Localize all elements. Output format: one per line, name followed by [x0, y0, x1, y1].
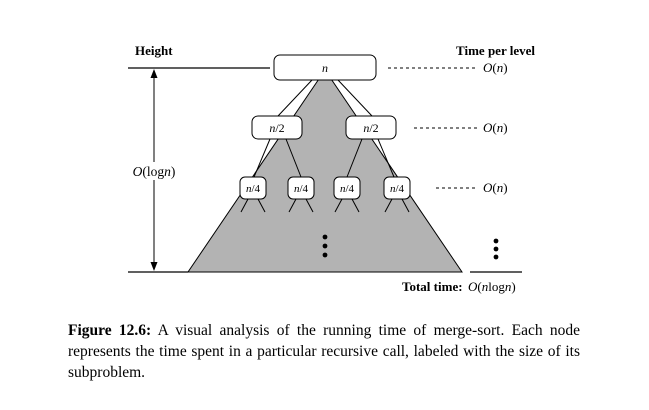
tree-node-level2-right-label: n/2 [363, 121, 378, 135]
recursion-tree-triangle [187, 69, 463, 273]
svg-text:n/4: n/4 [246, 183, 261, 195]
tree-level3-child-edges [240, 198, 410, 213]
tree-node-root-label: n [322, 61, 328, 75]
figure-caption-text: A visual analysis of the running time of… [68, 322, 580, 381]
figure-caption-label: Figure 12.6: [68, 322, 152, 339]
height-arrow-up-head [150, 69, 158, 78]
time-per-level-label: Time per level [456, 43, 535, 58]
time-ellipsis-icon [493, 238, 499, 260]
svg-text:n/4: n/4 [390, 183, 405, 195]
tree-ellipsis-icon [322, 234, 328, 258]
svg-text:n/4: n/4 [294, 183, 309, 195]
total-time-label: Total time: [402, 279, 463, 294]
tree-node-root [273, 54, 377, 81]
height-arrow-down-head [150, 262, 158, 271]
level1-time: O(n) [483, 60, 508, 75]
tree-node-level2-left [251, 115, 303, 140]
total-time-value: O(nlogn) [468, 279, 516, 294]
tree-edges [253, 79, 395, 178]
level2-time: O(n) [483, 120, 508, 135]
tree-level3-nodes: n/4 n/4 n/4 n/4 [239, 176, 411, 200]
svg-text:n/4: n/4 [340, 183, 355, 195]
tree-node-level2-left-label: n/2 [269, 121, 284, 135]
height-value: O(logn) [133, 164, 176, 179]
level3-time: O(n) [483, 180, 508, 195]
tree-node-level2-right [345, 115, 397, 140]
height-label: Height [135, 43, 173, 58]
figure-caption: Figure 12.6: A visual analysis of the ru… [68, 320, 580, 383]
